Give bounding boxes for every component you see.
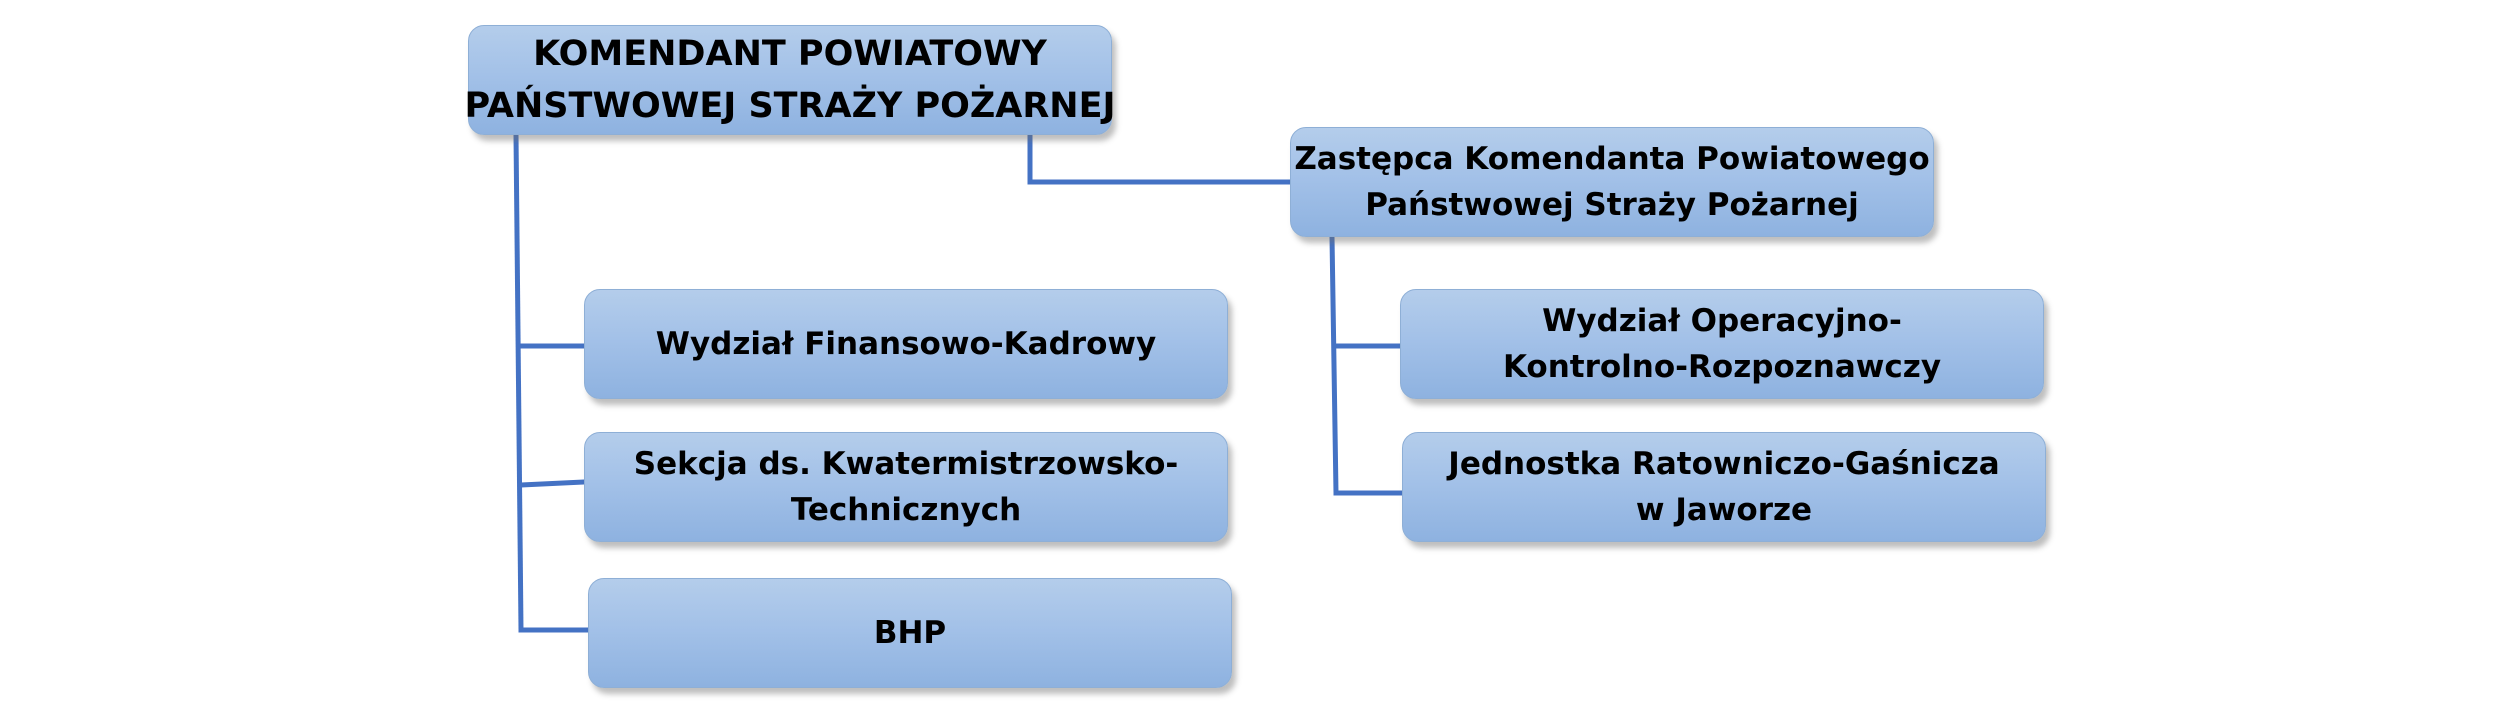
box-operacyjno-line1: Wydział Operacyjno- [1542,302,1902,339]
connector-deputy-trunk [1329,234,1339,496]
box-zastepca-komendanta: Zastępca Komendanta Powiatowego Państwow… [1290,127,1934,237]
connector-root-kwatermistrz [518,479,587,488]
box-komendant-line2: PAŃSTWOWEJ STRAŻY POŻARNEJ [464,86,1116,126]
box-wydzial-finansowo-kadrowy: Wydział Finansowo-Kadrowy [584,289,1228,399]
box-kwatermistrz-line1: Sekcja ds. Kwatermistrzowsko- [633,445,1179,482]
box-bhp: BHP [588,578,1232,688]
box-bhp-line1: BHP [873,614,947,651]
box-jednostka-ratowniczo-gasnicza: Jednostka Ratowniczo-Gaśnicza w Jaworze [1402,432,2046,542]
box-zastepca-line2: Państwowej Straży Pożarnej [1365,187,1859,223]
box-kwatermistrz-line2: Technicznych [790,492,1022,528]
box-komendant-line1: KOMENDANT POWIATOWY [533,33,1047,74]
box-zastepca-line1: Zastępca Komendanta Powiatowego [1294,140,1930,177]
box-jrg-line2: w Jaworze [1635,492,1813,528]
box-operacyjno-line2: Kontrolno-Rozpoznawczy [1502,349,1942,385]
box-wydzial-operacyjno-kontrolno-rozpoznawczy: Wydział Operacyjno- Kontrolno-Rozpoznawc… [1400,289,2044,399]
box-komendant-powiatowy: KOMENDANT POWIATOWY PAŃSTWOWEJ STRAŻY PO… [464,25,1116,135]
box-finansowo-line1: Wydział Finansowo-Kadrowy [655,325,1157,362]
connector-root-trunk [513,132,524,633]
box-jrg-line1: Jednostka Ratowniczo-Gaśnicza [1448,445,2000,482]
box-sekcja-kwatermistrzowsko-technicznych: Sekcja ds. Kwatermistrzowsko- Techniczny… [584,432,1228,542]
